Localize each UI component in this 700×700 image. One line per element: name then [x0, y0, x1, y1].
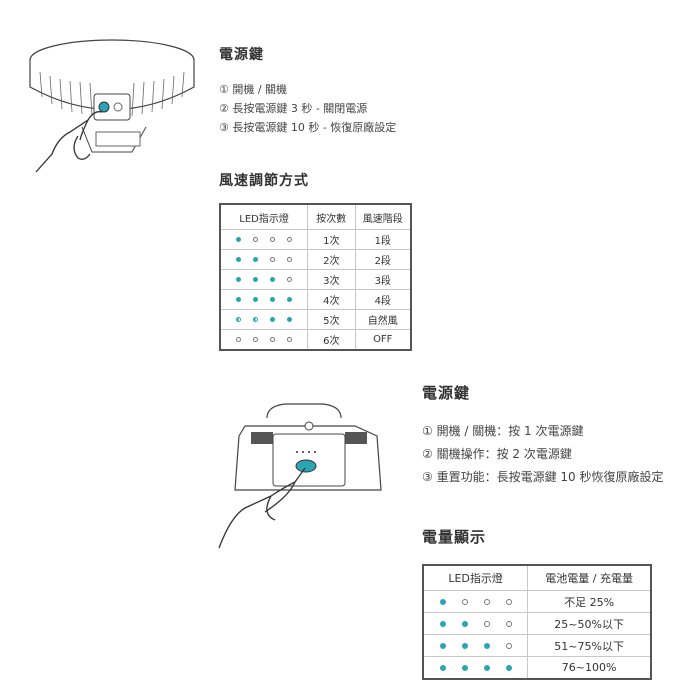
- header-led: LED指示燈: [219, 203, 309, 230]
- power-button-title: 電源鍵: [219, 47, 264, 63]
- led-dot-icon: [483, 599, 490, 605]
- battery-level-title: 電量顯示: [422, 528, 487, 546]
- battery-level-cell: 76~100%: [527, 656, 653, 680]
- press-count-cell: 5次: [307, 309, 356, 330]
- speed-stage-cell: 1段: [354, 229, 412, 250]
- led-indicator-cell: [219, 289, 309, 310]
- led-dot-icon: [483, 621, 490, 627]
- led-dot-icon: [236, 256, 242, 262]
- led-dot-icon: [236, 336, 242, 342]
- led-dot-icon: [505, 643, 512, 649]
- press-count-cell: 4次: [307, 289, 356, 310]
- led-dot-icon: [461, 621, 468, 627]
- led-dot-icon: [236, 296, 242, 302]
- step-item: ② 長按電源鍵 3 秒 - 關閉電源: [219, 102, 368, 115]
- step-item: ② 關機操作：按 2 次電源鍵: [422, 447, 572, 461]
- led-dot-icon: [483, 643, 490, 649]
- led-dot-icon: [439, 599, 446, 605]
- speed-stage-cell: 自然風: [354, 309, 412, 330]
- press-count-cell: 1次: [307, 229, 356, 250]
- header-presses: 按次數: [307, 203, 356, 230]
- led-dot-icon: [287, 316, 293, 322]
- led-dot-icon: [253, 256, 259, 262]
- led-dot-icon: [505, 621, 512, 627]
- led-dot-icon: [270, 256, 276, 262]
- led-dot-icon: [439, 621, 446, 627]
- led-dot-icon: [505, 599, 512, 605]
- led-indicator-cell: [219, 309, 309, 330]
- speed-stage-cell: 3段: [354, 269, 412, 290]
- led-indicator-cell: [219, 269, 309, 290]
- header-led: LED指示燈: [422, 564, 529, 591]
- speed-stage-cell: 4段: [354, 289, 412, 310]
- led-dot-icon: [505, 665, 512, 671]
- power-button-steps-2: ① 開機 / 關機：按 1 次電源鍵 ② 關機操作：按 2 次電源鍵 ③ 重置功…: [422, 420, 663, 489]
- hand-pressing-icon: [35, 111, 103, 173]
- led-dot-icon: [253, 276, 259, 282]
- fan-top-illustration: [29, 39, 195, 173]
- led-dot-icon: [287, 256, 293, 262]
- led-indicator-cell: [422, 590, 529, 613]
- led-indicator-cell: [219, 229, 309, 250]
- power-button-steps: ① 開機 / 關機 ② 長按電源鍵 3 秒 - 關閉電源 ③ 長按電源鍵 10 …: [219, 80, 396, 137]
- press-count-cell: 2次: [307, 249, 356, 270]
- led-dot-icon: [270, 336, 276, 342]
- step-item: ③ 重置功能：長按電源鍵 10 秒恢復原廠設定: [422, 470, 664, 484]
- led-indicator-cell: [422, 612, 529, 635]
- table-row: 76~100%: [422, 656, 653, 680]
- led-dot-icon: [236, 276, 242, 282]
- battery-level-cell: 25~50%以下: [527, 612, 653, 635]
- led-dot-icon: [253, 316, 259, 322]
- speed-stage-cell: 2段: [354, 249, 412, 270]
- led-dot-icon: [439, 643, 446, 649]
- led-dot-icon: [253, 296, 259, 302]
- led-dot-icon: [287, 276, 293, 282]
- battery-level-cell: 51~75%以下: [527, 634, 653, 657]
- led-dot-icon: [461, 599, 468, 605]
- led-dot-icon: [253, 236, 259, 242]
- step-item: ① 開機 / 關機: [219, 83, 288, 96]
- led-dot-icon: [287, 296, 293, 302]
- led-dot-icon: [253, 336, 259, 342]
- led-indicator-cell: [219, 329, 309, 351]
- led-dot-icon: [287, 236, 293, 242]
- power-button-title-2: 電源鍵: [422, 384, 471, 402]
- led-dot-icon: [270, 296, 276, 302]
- press-count-cell: 3次: [307, 269, 356, 290]
- header-stage: 風速階段: [354, 203, 412, 230]
- led-dot-icon: [439, 665, 446, 671]
- led-dot-icon: [483, 665, 490, 671]
- fan-base-illustration: [218, 403, 382, 549]
- led-dot-icon: [461, 643, 468, 649]
- led-dot-icon: [236, 316, 242, 322]
- table-row: 不足 25%: [422, 590, 653, 613]
- table-row: 51~75%以下: [422, 634, 653, 657]
- press-count-cell: 6次: [307, 329, 356, 351]
- led-dot-icon: [270, 316, 276, 322]
- fan-speed-title: 風速調節方式: [219, 173, 309, 189]
- step-item: ③ 長按電源鍵 10 秒 - 恢復原廠設定: [219, 121, 397, 134]
- table-row: 25~50%以下: [422, 612, 653, 635]
- led-dot-icon: [270, 276, 276, 282]
- led-dot-icon: [287, 336, 293, 342]
- led-dot-icon: [270, 236, 276, 242]
- led-indicator-cell: [422, 656, 529, 680]
- battery-level-cell: 不足 25%: [527, 590, 653, 613]
- led-indicator-cell: [219, 249, 309, 270]
- speed-stage-cell: OFF: [354, 329, 412, 351]
- step-item: ① 開機 / 關機：按 1 次電源鍵: [422, 424, 584, 438]
- led-indicator-cell: [422, 634, 529, 657]
- table-row: 5次自然風: [219, 309, 412, 330]
- header-battery: 電池電量 / 充電量: [527, 564, 653, 591]
- led-dot-icon: [461, 665, 468, 671]
- led-dot-icon: [236, 236, 242, 242]
